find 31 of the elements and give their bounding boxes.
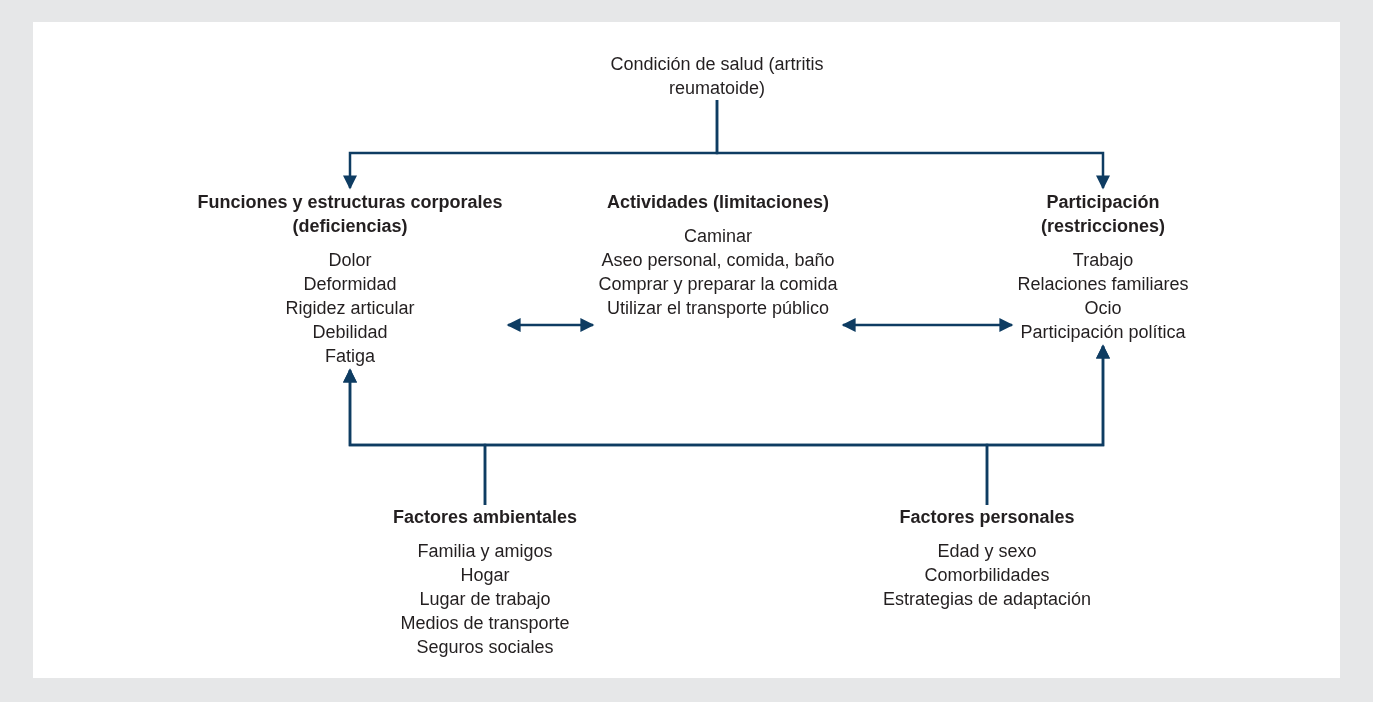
heading: Factores personales (898, 506, 1076, 529)
list-item: Edad y sexo (936, 540, 1038, 563)
list-item: Hogar (459, 564, 511, 587)
list-item: Caminar (683, 225, 753, 248)
list-item: Utilizar el transporte público (605, 297, 831, 320)
heading: Factores ambientales (391, 506, 579, 529)
list-item: Ocio (1083, 297, 1123, 320)
heading: Actividades (limitaciones) (605, 191, 831, 214)
heading: Participación (restricciones) (1039, 191, 1167, 238)
list-item: Dolor (327, 249, 373, 272)
node-label: Condición de salud (artritis reumatoide) (609, 53, 825, 100)
list-item: Familia y amigos (416, 540, 554, 563)
list-item: Lugar de trabajo (418, 588, 552, 611)
list-item: Aseo personal, comida, baño (600, 249, 836, 272)
list-item: Relaciones familiares (1016, 273, 1190, 296)
arrow (715, 100, 1110, 190)
list-item: Estrategias de adaptación (881, 588, 1093, 611)
arrow (985, 344, 1110, 505)
list-item: Seguros sociales (415, 636, 555, 659)
arrow (841, 318, 1014, 332)
list-item: Comorbilidades (923, 564, 1051, 587)
list-item: Rigidez articular (284, 297, 416, 320)
heading: Funciones y estructuras corporales (deficiencias) (196, 191, 504, 238)
arrow (506, 318, 595, 332)
list-item: Participación política (1019, 321, 1187, 344)
list-item: Medios de transporte (399, 612, 571, 635)
list-item: Fatiga (324, 345, 376, 368)
list-item: Deformidad (302, 273, 398, 296)
list-item: Comprar y preparar la comida (597, 273, 839, 296)
list-item: Debilidad (311, 321, 389, 344)
list-item: Trabajo (1071, 249, 1135, 272)
